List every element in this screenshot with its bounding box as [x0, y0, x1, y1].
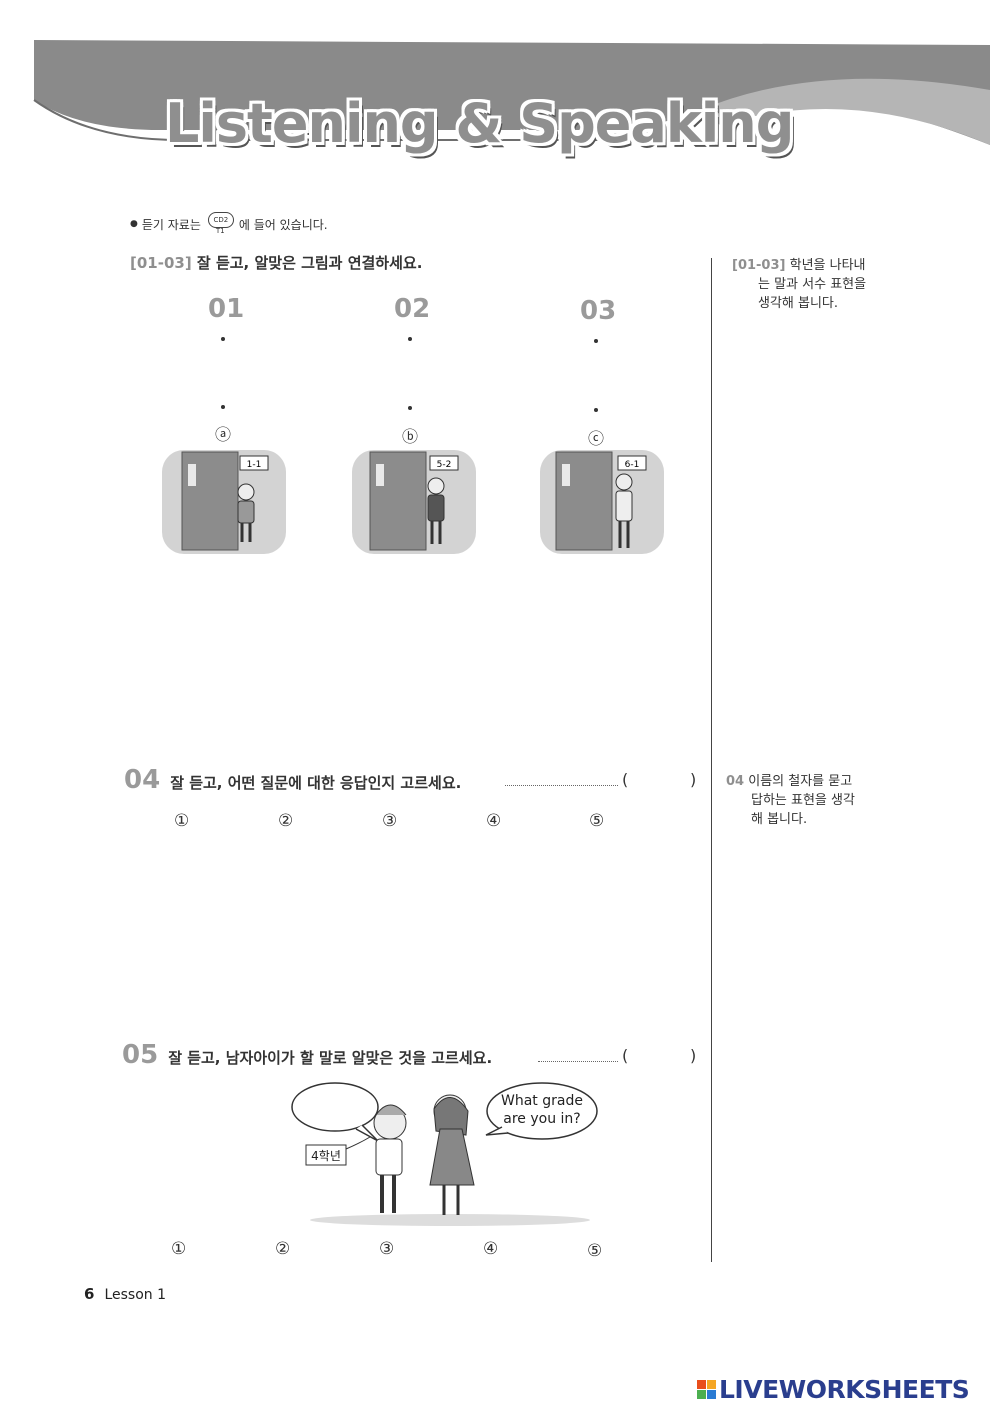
match-dot-b[interactable]: [408, 406, 412, 410]
question-01-03-heading: [01-03] 잘 듣고, 알맞은 그림과 연결하세요.: [130, 252, 422, 273]
class-label-b: 5-2: [437, 460, 452, 470]
grade-tag-text: 4학년: [311, 1149, 341, 1163]
bullet-icon: ●: [130, 219, 138, 229]
question-number-05: 05: [122, 1040, 159, 1070]
item-number-02: 02: [394, 294, 431, 324]
question-instruction: 잘 듣고, 알맞은 그림과 연결하세요.: [196, 254, 423, 272]
page-number: 6: [84, 1285, 95, 1303]
option-letter-b: ⓑ: [401, 427, 418, 446]
choice-1[interactable]: ①: [174, 811, 190, 831]
option-letter-a: ⓐ: [214, 425, 231, 444]
speech-girl-line-2: are you in?: [503, 1111, 580, 1127]
answer-blank-05[interactable]: [632, 1044, 688, 1068]
choice-3[interactable]: ③: [379, 1239, 395, 1259]
page-footer: 6 Lesson 1: [84, 1285, 166, 1303]
lesson-label: Lesson 1: [104, 1287, 166, 1303]
answer-paren-close: ): [690, 770, 697, 789]
answer-paren-open: (: [622, 1046, 629, 1065]
question-05-heading: 05 잘 듣고, 남자아이가 할 말로 알맞은 것을 고르세요.: [122, 1040, 492, 1070]
note-text-after: 에 들어 있습니다.: [238, 217, 328, 232]
note-text-before: 듣기 자료는: [141, 217, 201, 232]
classroom-scene-b: 5-2: [350, 446, 478, 558]
question-number-04: 04: [124, 765, 161, 795]
classroom-scene-a: 1-1: [160, 446, 288, 558]
question-04-heading: 04 잘 듣고, 어떤 질문에 대한 응답인지 고르세요.: [124, 765, 461, 795]
classroom-scene-c: 6-1: [538, 446, 666, 558]
watermark-text: LIVEWORKSHEETS: [719, 1375, 970, 1404]
answer-blank-04[interactable]: [632, 768, 688, 792]
dotted-leader: [538, 1061, 618, 1062]
tip-line: 학년을 나타내: [789, 258, 866, 273]
tip-line: 이름의 철자를 묻고: [748, 774, 853, 789]
track-label: T1: [215, 227, 225, 235]
sidebar-tip-04: 04 이름의 철자를 묻고 답하는 표현을 생각 해 봅니다.: [726, 772, 855, 829]
header-banner: [33, 40, 990, 145]
tip-line: 해 봅니다.: [751, 812, 808, 827]
match-dot-a[interactable]: [221, 405, 225, 409]
choice-5[interactable]: ⑤: [589, 811, 605, 831]
class-label-c: 6-1: [625, 460, 640, 470]
tip-line: 생각해 봅니다.: [758, 296, 839, 311]
match-dot-01[interactable]: [221, 337, 225, 341]
dotted-leader: [505, 785, 618, 786]
liveworksheets-logo: LIVEWORKSHEETS: [697, 1375, 970, 1404]
speech-girl-line-1: What grade: [501, 1093, 583, 1109]
choice-5[interactable]: ⑤: [587, 1241, 603, 1261]
choice-2[interactable]: ②: [275, 1239, 291, 1259]
item-number-01: 01: [208, 294, 245, 324]
choice-4[interactable]: ④: [486, 811, 502, 831]
class-label-a: 1-1: [247, 460, 262, 470]
choice-4[interactable]: ④: [483, 1239, 499, 1259]
question-code: [01-03]: [130, 254, 192, 272]
cd-label: CD2: [207, 212, 234, 228]
liveworksheets-mark-icon: [697, 1380, 716, 1399]
option-letter-c: ⓒ: [587, 429, 604, 448]
question-04-instruction: 잘 듣고, 어떤 질문에 대한 응답인지 고르세요.: [170, 774, 462, 792]
page-title: Listening & Speaking: [165, 92, 794, 155]
audio-note: ● 듣기 자료는 CD2 T1 에 들어 있습니다.: [130, 212, 328, 236]
cd-headphones-icon: CD2 T1: [205, 212, 235, 236]
question-05-instruction: 잘 듣고, 남자아이가 할 말로 알맞은 것을 고르세요.: [168, 1049, 493, 1067]
match-dot-c[interactable]: [594, 408, 598, 412]
answer-paren-open: (: [622, 770, 629, 789]
sidebar-tip-01-03: [01-03] 학년을 나타내 는 말과 서수 표현을 생각해 봅니다.: [732, 256, 866, 313]
choice-1[interactable]: ①: [171, 1239, 187, 1259]
match-dot-03[interactable]: [594, 339, 598, 343]
tip-line: 답하는 표현을 생각: [751, 793, 855, 808]
conversation-illustration: What grade are you in? 4학년: [290, 1075, 610, 1230]
choice-3[interactable]: ③: [382, 811, 398, 831]
item-number-03: 03: [580, 296, 617, 326]
match-dot-02[interactable]: [408, 337, 412, 341]
choice-2[interactable]: ②: [278, 811, 294, 831]
tip-code: 04: [726, 774, 745, 789]
answer-paren-close: ): [690, 1046, 697, 1065]
tip-line: 는 말과 서수 표현을: [758, 277, 867, 292]
tip-code: [01-03]: [732, 258, 786, 273]
sidebar-divider: [711, 258, 712, 1262]
